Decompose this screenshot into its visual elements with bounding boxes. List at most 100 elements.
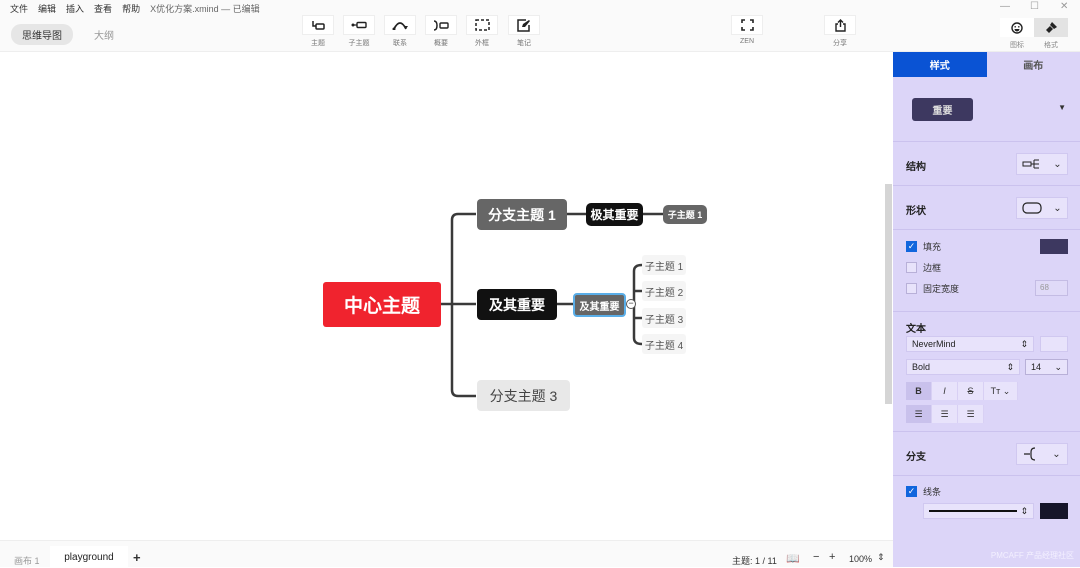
collapse-toggle[interactable]: − bbox=[626, 299, 636, 309]
subtopic-4[interactable]: 子主题 4 bbox=[642, 334, 686, 354]
format-panel: 样式 画布 重要 ▼ 结构 ⌄ 形状 ⌄ ✓ 填充 边框 固定宽度 bbox=[893, 52, 1080, 567]
menu-insert[interactable]: 插入 bbox=[66, 2, 84, 15]
line-label: 线条 bbox=[923, 485, 941, 498]
branch-dropdown[interactable]: ⌄ bbox=[1016, 443, 1068, 465]
tab-canvas[interactable]: 画布 bbox=[987, 52, 1080, 77]
format-panel-toggle[interactable] bbox=[1034, 18, 1068, 37]
strikethrough-button[interactable]: S bbox=[958, 382, 984, 400]
panel-tabs: 样式 画布 bbox=[893, 52, 1080, 77]
tab-mindmap[interactable]: 思维导图 bbox=[11, 24, 73, 45]
map-view-icon[interactable]: 📖 bbox=[786, 552, 800, 565]
boundary-icon bbox=[475, 19, 490, 31]
sheet-tab-1[interactable]: 画布 1 bbox=[14, 554, 40, 567]
zoom-out-button[interactable]: − bbox=[813, 551, 819, 563]
branch1-grandchild-topic[interactable]: 子主题 1 bbox=[663, 205, 707, 224]
relationship-button[interactable]: 联系 bbox=[383, 15, 417, 48]
fixed-width-input[interactable]: 68 bbox=[1035, 280, 1068, 296]
rounded-rect-icon bbox=[1022, 202, 1042, 214]
menu-bar: 文件 编辑 插入 查看 帮助 X优化方案.xmind — 已编辑 bbox=[10, 2, 260, 15]
line-checkbox[interactable]: ✓ bbox=[906, 486, 917, 497]
relationship-icon bbox=[392, 20, 408, 30]
branch1-child-topic[interactable]: 极其重要 bbox=[586, 203, 643, 226]
style-preset-dropdown-icon[interactable]: ▼ bbox=[1058, 103, 1066, 112]
close-button[interactable]: ✕ bbox=[1060, 1, 1068, 12]
fill-label: 填充 bbox=[923, 240, 941, 253]
vertical-scrollbar[interactable] bbox=[885, 184, 892, 404]
style-preset-button[interactable]: 重要 bbox=[912, 98, 973, 121]
subtopic-2[interactable]: 子主题 2 bbox=[642, 281, 686, 301]
line-style-select[interactable]: ⇕ bbox=[923, 503, 1034, 519]
zen-label: ZEN bbox=[730, 38, 764, 45]
branch-topic-2[interactable]: 及其重要 bbox=[477, 289, 557, 320]
menu-edit[interactable]: 编辑 bbox=[38, 2, 56, 15]
shape-section: 形状 ⌄ bbox=[893, 186, 1080, 230]
tab-outline[interactable]: 大纲 bbox=[83, 24, 125, 45]
line-preview bbox=[929, 510, 1017, 512]
maximize-button[interactable]: ☐ bbox=[1030, 1, 1039, 12]
subtopic-3[interactable]: 子主题 3 bbox=[642, 308, 686, 328]
fullscreen-icon bbox=[741, 19, 754, 31]
fill-color-swatch[interactable] bbox=[1040, 239, 1068, 254]
chevron-down-icon: ⌄ bbox=[1052, 449, 1060, 460]
updown-icon: ⇕ bbox=[1006, 362, 1014, 373]
align-left-button[interactable]: ☰ bbox=[906, 405, 932, 423]
menu-help[interactable]: 帮助 bbox=[122, 2, 140, 15]
line-color-swatch[interactable] bbox=[1040, 503, 1068, 519]
font-weight-select[interactable]: Bold⇕ bbox=[906, 359, 1020, 375]
font-family-select[interactable]: NeverMind⇕ bbox=[906, 336, 1034, 352]
chevron-down-icon: ⌄ bbox=[1053, 203, 1061, 214]
zoom-in-button[interactable]: + bbox=[829, 551, 835, 563]
shape-label: 形状 bbox=[906, 202, 926, 217]
zoom-updown-icon[interactable]: ⇕ bbox=[877, 552, 885, 563]
bold-button[interactable]: B bbox=[906, 382, 932, 400]
fill-border-section: ✓ 填充 边框 固定宽度 68 bbox=[893, 230, 1080, 312]
branch-topic-3[interactable]: 分支主题 3 bbox=[477, 380, 570, 411]
font-size-select[interactable]: 14⌄ bbox=[1025, 359, 1068, 375]
minimize-button[interactable]: — bbox=[1000, 1, 1010, 12]
subtopic-1[interactable]: 子主题 1 bbox=[642, 255, 686, 275]
fixed-width-row: 固定宽度 bbox=[906, 282, 959, 295]
chevron-down-icon: ⌄ bbox=[1053, 159, 1061, 170]
structure-dropdown[interactable]: ⌄ bbox=[1016, 153, 1068, 175]
icon-panel-toggle[interactable] bbox=[1000, 18, 1034, 37]
text-align-buttons: ☰ ☰ ☰ bbox=[906, 405, 984, 423]
share-button[interactable]: 分享 bbox=[823, 15, 857, 48]
zen-button[interactable]: ZEN bbox=[730, 15, 764, 45]
view-tabs: 思维导图 大纲 bbox=[11, 24, 125, 45]
text-color-swatch[interactable] bbox=[1040, 336, 1068, 352]
line-row: ✓ 线条 bbox=[906, 485, 941, 498]
fixed-width-checkbox[interactable] bbox=[906, 283, 917, 294]
font-size-value: 14 bbox=[1031, 362, 1041, 372]
border-label: 边框 bbox=[923, 261, 941, 274]
tab-style[interactable]: 样式 bbox=[893, 52, 987, 77]
align-left-icon: ☰ bbox=[914, 409, 922, 420]
italic-button[interactable]: I bbox=[932, 382, 958, 400]
branch-style-icon bbox=[1023, 447, 1039, 461]
zoom-level[interactable]: 100% bbox=[849, 554, 872, 564]
border-checkbox[interactable] bbox=[906, 262, 917, 273]
menu-file[interactable]: 文件 bbox=[10, 2, 28, 15]
topic-button[interactable]: 主题 bbox=[301, 15, 335, 48]
note-button[interactable]: 笔记 bbox=[507, 15, 541, 48]
shape-dropdown[interactable]: ⌄ bbox=[1016, 197, 1068, 219]
central-topic[interactable]: 中心主题 bbox=[323, 282, 441, 327]
text-case-button[interactable]: Tт ⌄ bbox=[984, 382, 1018, 400]
menu-view[interactable]: 查看 bbox=[94, 2, 112, 15]
text-section: 文本 NeverMind⇕ Bold⇕ 14⌄ B I S Tт ⌄ ☰ ☰ ☰ bbox=[893, 312, 1080, 432]
align-center-button[interactable]: ☰ bbox=[932, 405, 958, 423]
align-right-button[interactable]: ☰ bbox=[958, 405, 984, 423]
sheet-tab-playground[interactable]: playground bbox=[50, 546, 128, 568]
add-sheet-button[interactable]: + bbox=[133, 550, 141, 565]
boundary-label: 外框 bbox=[465, 38, 499, 48]
topic-label: 主题 bbox=[301, 38, 335, 48]
summary-button[interactable]: 概要 bbox=[424, 15, 458, 48]
mindmap-canvas[interactable]: 中心主题 分支主题 1 极其重要 子主题 1 及其重要 及其重要 − 子主题 1… bbox=[0, 52, 893, 540]
subtopic-button[interactable]: 子主题 bbox=[342, 15, 376, 48]
selected-topic[interactable]: 及其重要 bbox=[573, 293, 626, 317]
note-icon bbox=[517, 19, 531, 32]
fixed-width-label: 固定宽度 bbox=[923, 282, 959, 295]
text-case-label: Tт bbox=[991, 386, 1001, 396]
fill-checkbox[interactable]: ✓ bbox=[906, 241, 917, 252]
boundary-button[interactable]: 外框 bbox=[465, 15, 499, 48]
branch-topic-1[interactable]: 分支主题 1 bbox=[477, 199, 567, 230]
